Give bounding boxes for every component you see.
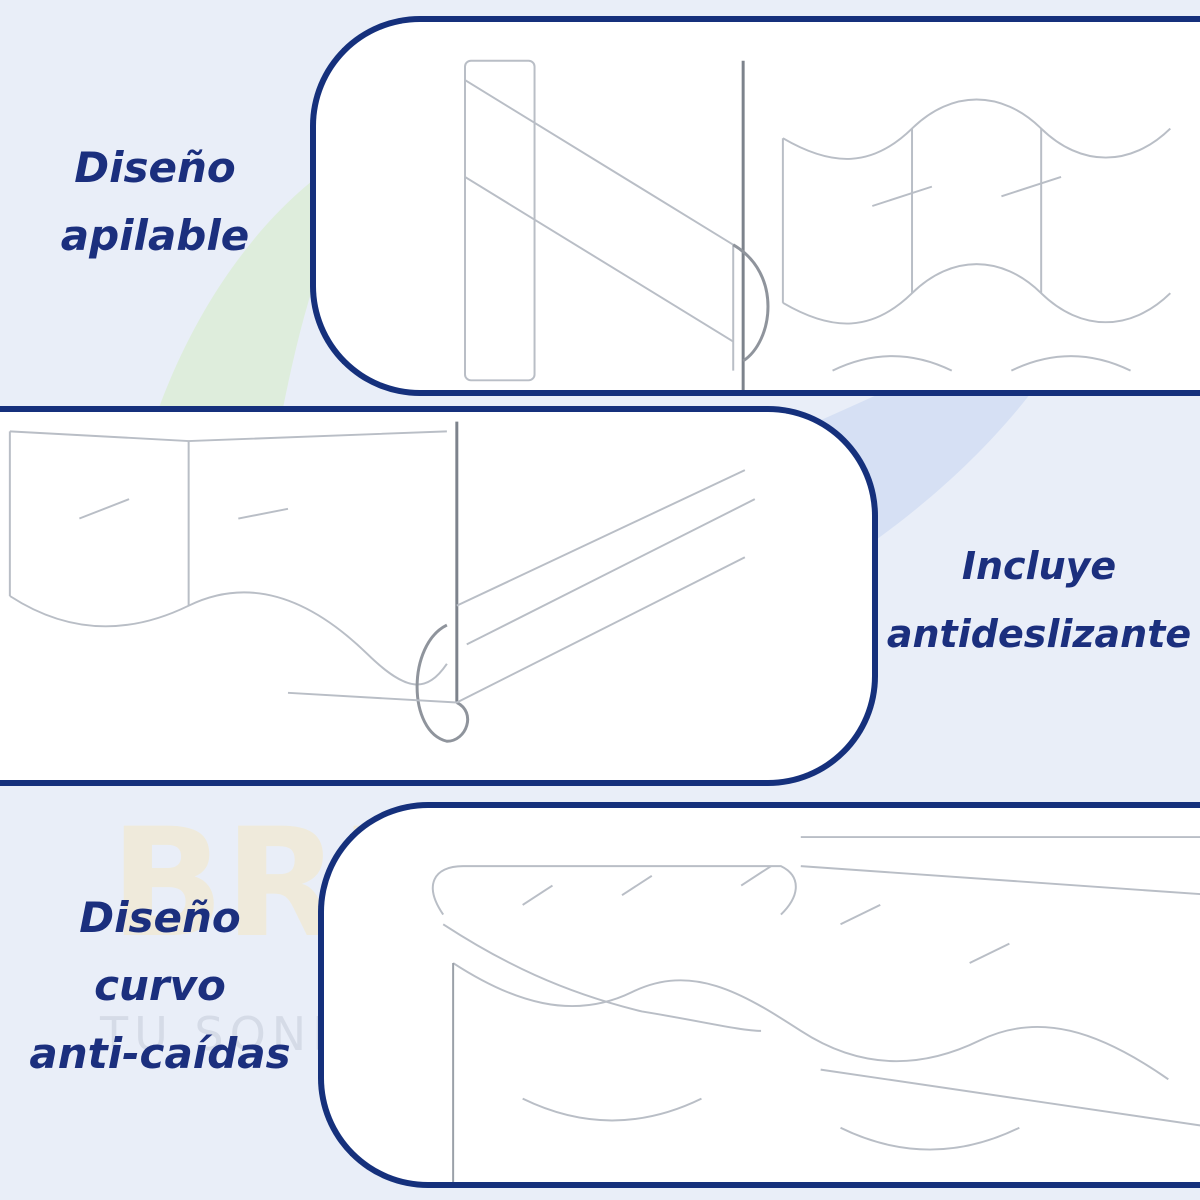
non-slip-caption-line2: antideslizante bbox=[886, 612, 1192, 656]
curved-caption-line1: Diseño bbox=[79, 893, 241, 942]
curved-caption-line2: curvo bbox=[94, 961, 226, 1010]
curved-caption-line3: anti-caídas bbox=[29, 1029, 291, 1078]
stackable-caption: Diseño apilable bbox=[30, 134, 280, 270]
stackable-caption-line2: apilable bbox=[60, 211, 250, 260]
stackable-caption-line1: Diseño bbox=[74, 143, 236, 192]
non-slip-caption: Incluye antideslizante bbox=[878, 532, 1200, 668]
curved-detail-panel bbox=[318, 802, 1200, 1188]
stackable-detail-panel bbox=[310, 16, 1200, 396]
non-slip-detail-panel bbox=[0, 406, 878, 786]
curved-caption: Diseño curvo anti-caídas bbox=[0, 884, 320, 1088]
non-slip-caption-line1: Incluye bbox=[961, 544, 1117, 588]
curved-rack-illustration bbox=[432, 836, 1200, 1182]
non-slip-rack-illustration bbox=[8, 421, 756, 743]
stackable-rack-illustration bbox=[464, 59, 1172, 390]
